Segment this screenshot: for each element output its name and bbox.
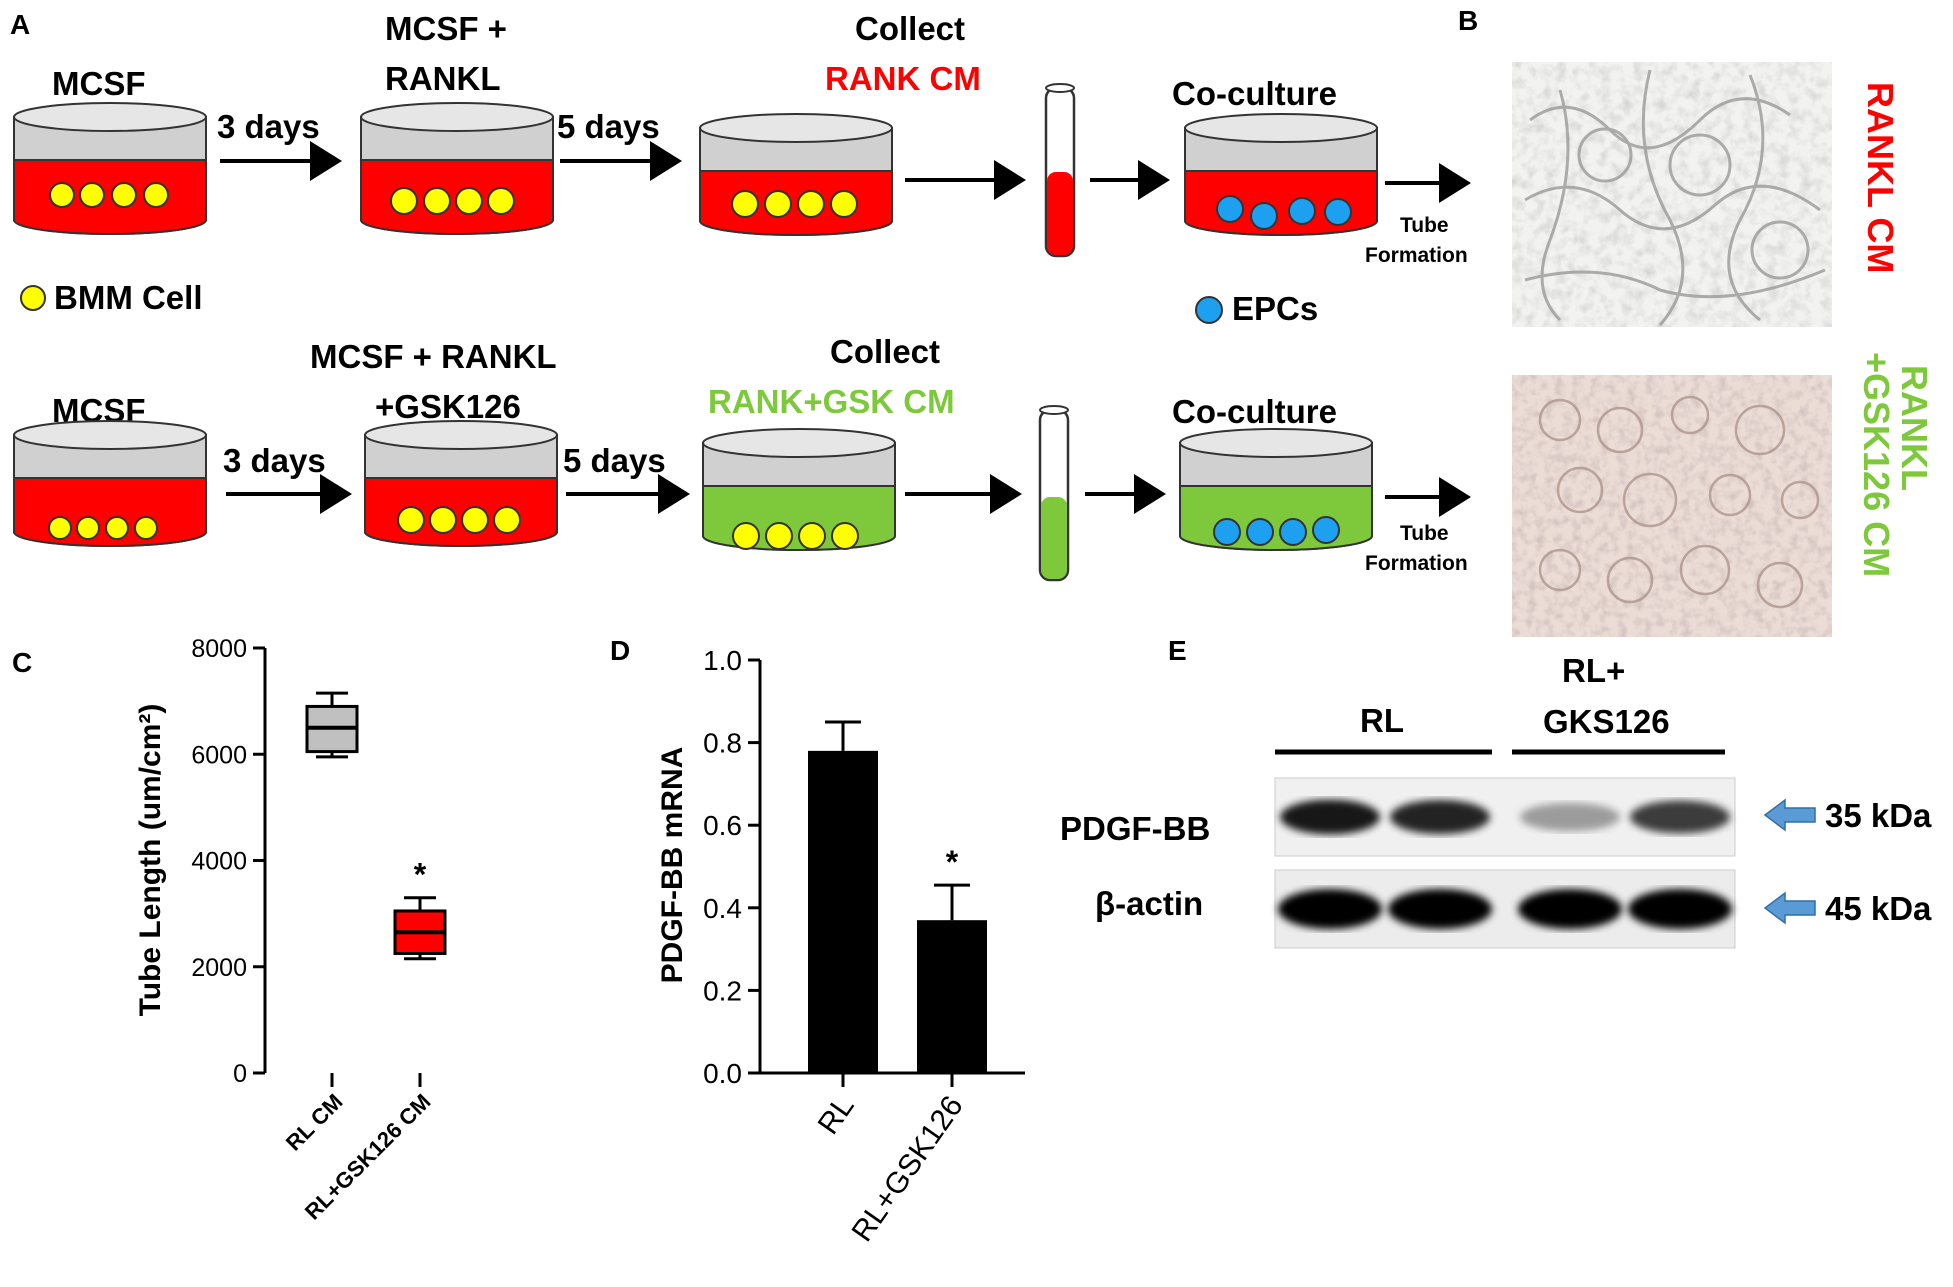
chart-d-ytick-label: 0.2: [703, 975, 742, 1006]
schematic-bottom-row: MCSF MCSF + RANKL +GSK126 Collect RANK+G…: [13, 333, 1471, 582]
bottom-arrow2-label: 5 days: [563, 442, 666, 479]
dish-top-1: [13, 102, 207, 235]
chart-d-y-label: PDGF-BB mRNA: [656, 747, 689, 984]
chart-d-bar: [808, 750, 878, 1073]
top-arrow1-label: 3 days: [217, 108, 320, 145]
bottom-tube-line1: Tube: [1400, 522, 1449, 545]
dish-bottom-1: [13, 420, 207, 547]
wb-row1-band: [1630, 800, 1730, 834]
dish-bottom-4: [1179, 428, 1373, 551]
top-collect-line1: Collect: [855, 10, 965, 47]
top-coculture-label: Co-culture: [1172, 75, 1337, 112]
chart-d-pdgf-mrna: PDGF-BB mRNA 0.0 0.2 0.4 0.6 0.8 1.0RL * RL+GSK…: [656, 645, 1025, 1248]
chart-c-tube-length: Tube Length (um/cm²) 0 2000 4000 6000 8000RL…: [134, 635, 447, 1225]
chart-c-ytick-label: 8000: [191, 635, 247, 663]
bottom-step2-line2: +GSK126: [375, 388, 521, 425]
top-collect-line2: RANK CM: [825, 60, 981, 97]
panel-label-c: C: [12, 647, 32, 678]
chart-c-ytick-label: 4000: [191, 848, 247, 876]
western-blot: RL RL+ GKS126 PDGF-BB β-actin 35 kDa 45 …: [1060, 652, 1932, 949]
wb-group2-line1: RL+: [1562, 652, 1625, 689]
wb-group1-label: RL: [1360, 702, 1404, 739]
wb-row2-arrow-icon: [1763, 891, 1816, 925]
schematic-top-row: MCSF MCSF + RANKL Collect RANK CM Co-cul…: [13, 10, 1471, 267]
top-arrow2-label: 5 days: [557, 108, 660, 145]
chart-d-ytick-label: 0.4: [703, 893, 742, 924]
top-step2-line2: RANKL: [385, 60, 500, 97]
micrograph-bottom-label-line2: +GSK126 CM: [1856, 352, 1897, 577]
chart-c-ytick-label: 0: [233, 1060, 247, 1088]
micrograph-bottom-label-line1: RANKL: [1894, 365, 1935, 491]
wb-row1-arrow-icon: [1763, 798, 1816, 832]
legend-epc-label: EPCs: [1232, 290, 1318, 327]
panel-label-b: B: [1458, 5, 1478, 36]
dish-bottom-3: [702, 428, 896, 551]
dish-top-4: [1184, 113, 1378, 236]
chart-d-ytick-label: 0.0: [703, 1058, 742, 1089]
chart-c-ytick-label: 2000: [191, 954, 247, 982]
chart-d-ytick-label: 0.8: [703, 728, 742, 759]
wb-row2-band: [1628, 889, 1732, 929]
chart-d-ytick-label: 0.6: [703, 810, 742, 841]
tube-bottom: [1038, 405, 1070, 582]
dish-top-2: [360, 102, 554, 235]
chart-d-xtick-label: RL+GSK126: [846, 1090, 970, 1248]
top-step2-line1: MCSF +: [385, 10, 507, 47]
legend-epc: EPCs: [1195, 290, 1318, 327]
legend-bmm: BMM Cell: [20, 279, 203, 316]
tube-top: [1044, 83, 1076, 258]
panel-label-e: E: [1168, 635, 1187, 666]
panel-label-d: D: [610, 635, 630, 666]
bottom-tube-line2: Formation: [1365, 552, 1468, 575]
micrograph-top-label: RANKL CM: [1860, 82, 1901, 273]
top-tube-line1: Tube: [1400, 214, 1449, 237]
bottom-coculture-label: Co-culture: [1172, 393, 1337, 430]
wb-row1-band: [1520, 802, 1620, 832]
wb-row2-band: [1388, 889, 1492, 929]
chart-d-bar: [917, 920, 987, 1073]
wb-group2-line2: GKS126: [1543, 703, 1670, 740]
top-tube-line2: Formation: [1365, 244, 1468, 267]
micrograph-top: [1512, 62, 1832, 327]
dish-bottom-2: [364, 420, 558, 547]
wb-row2-band: [1278, 889, 1382, 929]
bottom-step2-line1: MCSF + RANKL: [310, 338, 557, 375]
panel-label-a: A: [10, 9, 30, 40]
chart-c-xtick-label: RL CM: [281, 1089, 348, 1156]
chart-d-ytick-label: 1.0: [703, 645, 742, 676]
bottom-arrow1-label: 3 days: [223, 442, 326, 479]
wb-row2-label: β-actin: [1095, 885, 1203, 922]
wb-row2-band: [1518, 889, 1622, 929]
wb-row2-size: 45 kDa: [1825, 890, 1932, 927]
bottom-collect-line1: Collect: [830, 333, 940, 370]
chart-c-y-label: Tube Length (um/cm²): [134, 704, 167, 1017]
chart-d-significance: *: [946, 844, 959, 880]
wb-row1-band: [1280, 799, 1380, 835]
chart-d-xtick-label: RL: [812, 1090, 861, 1140]
dish-top-3: [699, 113, 893, 236]
chart-c-ytick-label: 6000: [191, 741, 247, 769]
wb-row1-size: 35 kDa: [1825, 797, 1932, 834]
bottom-collect-line2: RANK+GSK CM: [708, 383, 955, 420]
wb-row1-band: [1390, 799, 1490, 835]
top-step1-label: MCSF: [52, 65, 146, 102]
chart-c-significance: *: [414, 857, 427, 893]
wb-row1-label: PDGF-BB: [1060, 810, 1210, 847]
legend-bmm-label: BMM Cell: [54, 279, 203, 316]
micrograph-bottom: [1512, 375, 1832, 637]
